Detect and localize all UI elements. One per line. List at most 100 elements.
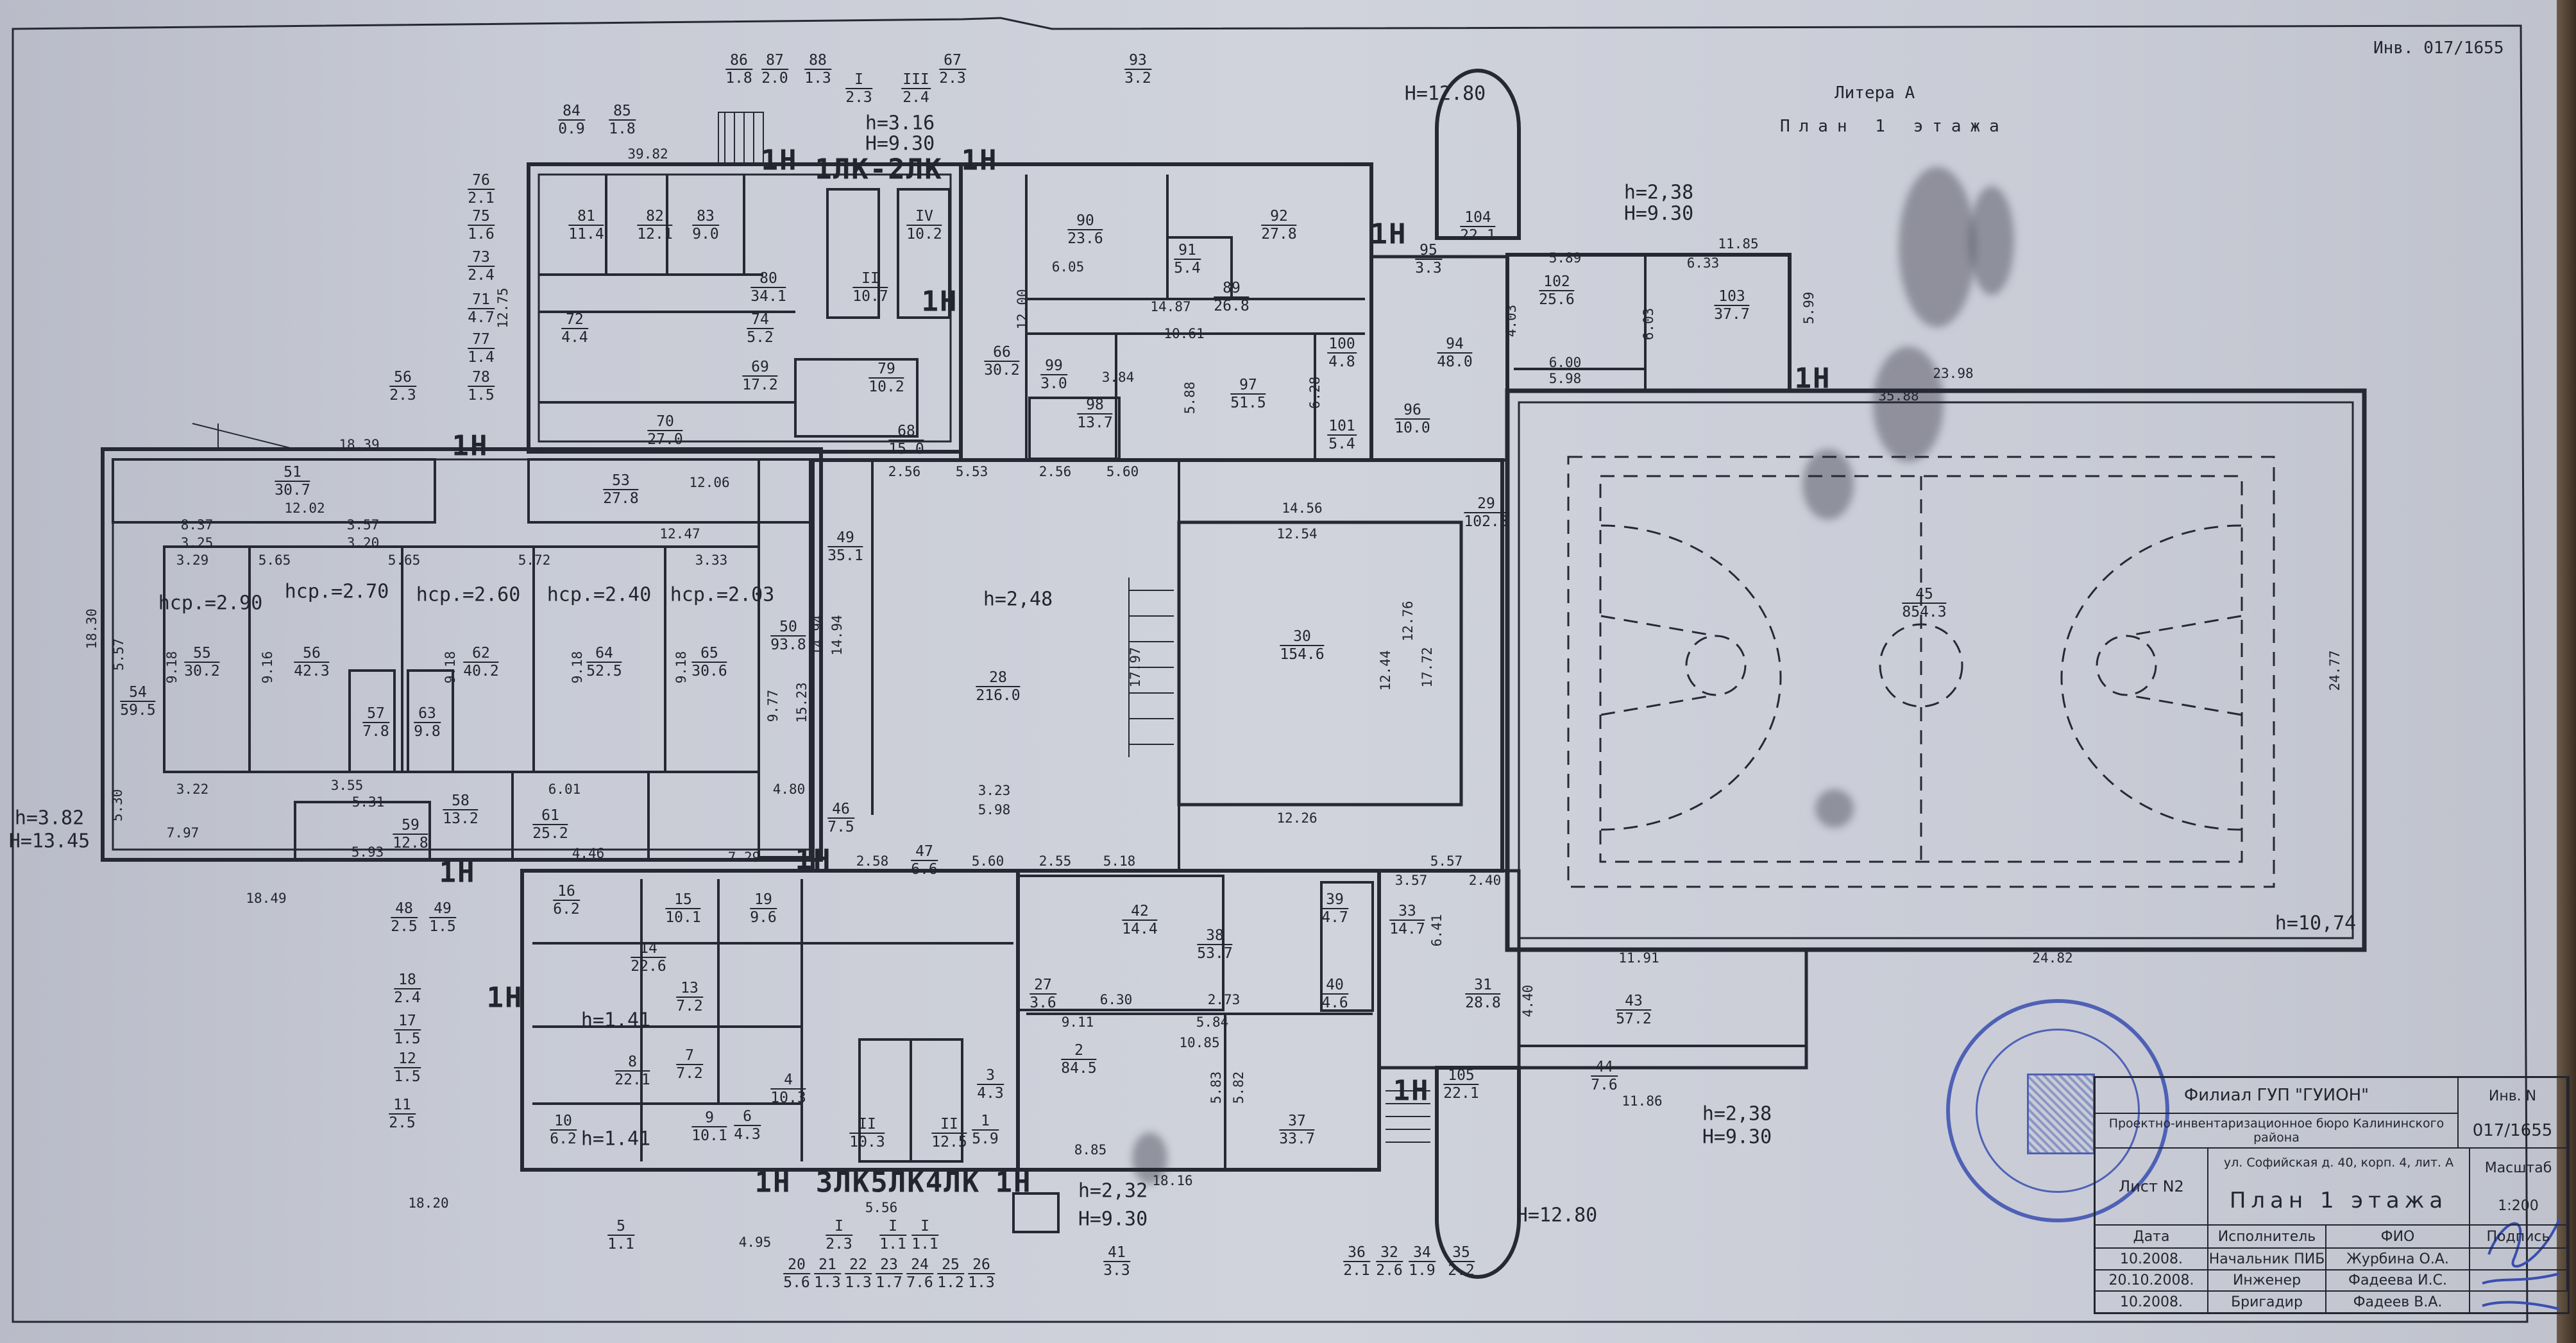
row-signature (2470, 1292, 2568, 1312)
room-area: 14.7 (1389, 921, 1425, 937)
dimension-label: 3.29 (176, 552, 209, 568)
dimension-label: 6.33 (1686, 255, 1720, 271)
room-number: I (826, 1218, 852, 1236)
room-area: 154.6 (1280, 646, 1325, 663)
room-area: 22.6 (631, 958, 666, 975)
room-area: 5.6 (783, 1274, 810, 1291)
room-area: 1.5 (429, 918, 456, 935)
room-area: 5.2 (747, 329, 774, 346)
wall-left-block (101, 447, 823, 862)
dimension-label: 12.26 (1276, 810, 1318, 826)
room-number: 10 (550, 1113, 577, 1131)
room-number: 103 (1714, 288, 1750, 306)
room-area: 4.4 (561, 329, 588, 346)
room-area: 5.4 (1174, 260, 1201, 277)
room-number: 5 (607, 1218, 634, 1236)
dimension-label: 4.46 (572, 846, 605, 861)
room-number: 17 (394, 1013, 421, 1031)
room-number: 64 (586, 645, 622, 663)
exit-marker: 1Н (439, 856, 476, 889)
dimension-label: 6.28 (1307, 376, 1323, 409)
inventory-number: Инв. 017/1655 (2373, 38, 2504, 58)
room-number: 97 (1230, 377, 1266, 395)
room-area: 6.2 (553, 901, 580, 918)
sheet-frame (12, 17, 2529, 1323)
dimension-label: 14.94 (829, 615, 845, 656)
room-area: 13.2 (443, 810, 479, 827)
room-number: 49 (827, 529, 863, 547)
row-date: 10.2008. (2096, 1292, 2208, 1312)
room-number: 65 (691, 645, 727, 663)
room-area: 1.5 (394, 1031, 421, 1047)
room-area: 2.3 (845, 89, 872, 106)
room-number: 30 (1280, 628, 1325, 646)
dimension-label: 10.61 (1164, 326, 1205, 341)
room-number: 50 (770, 619, 806, 637)
room-area: 14.4 (1122, 921, 1158, 937)
room-number: 87 (761, 52, 788, 70)
dimension-label: 35.88 (1878, 388, 1919, 404)
room-area: 7.6 (906, 1274, 933, 1291)
dimension-label: 39.82 (627, 146, 668, 162)
room-number: 83 (692, 208, 719, 226)
wall-gym (1505, 388, 2367, 952)
height-annotation: hср.=2.40 (547, 583, 652, 606)
row-date: 20.10.2008. (2096, 1270, 2208, 1292)
stair-tower-top (1435, 69, 1521, 240)
room-number: 3 (977, 1067, 1004, 1085)
dimension-label: 18.30 (84, 608, 99, 649)
height-annotation: hср.=2.60 (416, 583, 521, 606)
dimension-label: 5.57 (111, 638, 126, 671)
room-area: 42.3 (294, 663, 330, 680)
dimension-label: 9.16 (260, 651, 275, 684)
room-number: 34 (1409, 1244, 1436, 1262)
room-area: 7.6 (1591, 1077, 1618, 1093)
room-area: 7.2 (676, 1065, 703, 1082)
room-number: 6 (734, 1108, 761, 1126)
dimension-label: 3.57 (1394, 873, 1428, 888)
room-number: 11 (389, 1097, 416, 1115)
dimension-label: 6.30 (1099, 992, 1133, 1007)
room-number: 56 (389, 369, 416, 387)
dimension-label: 18.49 (246, 891, 287, 906)
height-annotation: h=2,32 (1078, 1179, 1148, 1202)
room-number: 26 (968, 1256, 995, 1274)
room-area: 1.3 (968, 1274, 995, 1291)
dimension-label: 9.18 (443, 651, 458, 684)
room-area: 35.1 (827, 547, 863, 564)
room-area: 84.5 (1061, 1060, 1097, 1077)
room-number: IV (906, 208, 942, 226)
room-area: 4.8 (1328, 354, 1355, 370)
room-number: 72 (561, 311, 588, 329)
dimension-label: 12.75 (495, 287, 511, 329)
room-area: 9.6 (750, 909, 777, 926)
room-number: 37 (1279, 1113, 1315, 1131)
dimension-label: 12.02 (284, 500, 325, 516)
dimension-label: 18.20 (408, 1195, 449, 1211)
room-number: 19 (750, 891, 777, 909)
room-43-walls (1517, 948, 1808, 1070)
